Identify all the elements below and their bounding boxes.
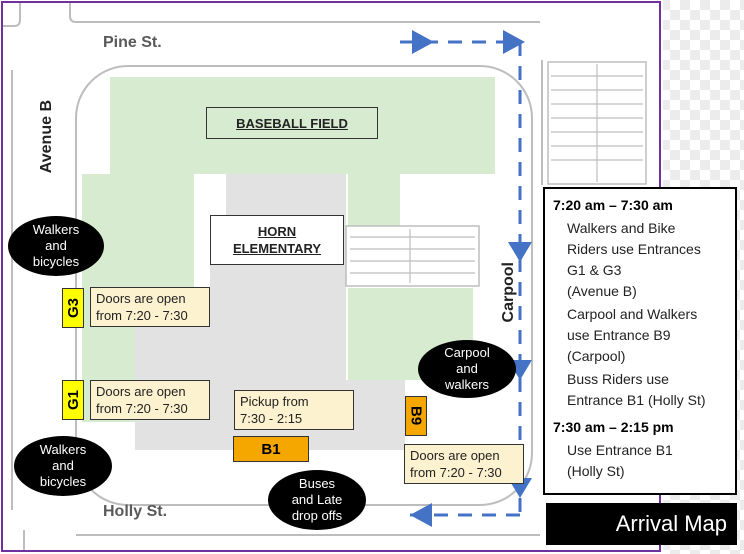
school-label: HORN ELEMENTARY (210, 215, 344, 265)
arrow-west-icon (410, 503, 432, 527)
bubble-walkers-top-line3: bicycles (32, 254, 80, 269)
bubble-buses: Buses and Late drop offs (268, 470, 366, 530)
schedule-slot1-line: (Avenue B) (567, 283, 637, 299)
entrance-g3-label: G3 (64, 297, 82, 318)
bubble-buses-line2: and Late (291, 492, 343, 507)
note-g1-line2: from 7:20 - 7:30 (96, 401, 188, 416)
bubble-carpool-line3: walkers (444, 377, 490, 392)
schedule-slot2-line: Use Entrance B1 (567, 442, 673, 458)
schedule-slot1-line: Buss Riders use (567, 371, 669, 387)
carpool-route (400, 40, 522, 517)
bubble-walkers-top-line1: Walkers (32, 222, 80, 237)
note-g3-doors: Doors are open from 7:20 - 7:30 (90, 287, 210, 327)
parking-stalls-far-east (551, 64, 643, 182)
schedule-slot1-line: G1 & G3 (567, 262, 622, 278)
bubble-carpool: Carpool and walkers (418, 340, 516, 398)
bubble-walkers-bottom-line2: and (52, 458, 74, 473)
street-label-east: Carpool (500, 262, 517, 323)
bubble-walkers-top-line2: and (45, 238, 67, 253)
arrow-down-icon-1 (508, 242, 532, 262)
baseball-field-label: BASEBALL FIELD (206, 107, 378, 139)
arrow-east-icon (412, 30, 434, 54)
bubble-walkers-bottom-line3: bicycles (39, 474, 87, 489)
note-b9-doors: Doors are open from 7:20 - 7:30 (404, 444, 524, 484)
street-label-south: Holly St. (103, 503, 168, 520)
note-pickup-line1: Pickup from (240, 394, 309, 409)
note-b9-line2: from 7:20 - 7:30 (410, 465, 502, 480)
entrance-g1: G1 (62, 380, 84, 420)
bubble-buses-line1: Buses (298, 476, 336, 491)
note-g3-line2: from 7:20 - 7:30 (96, 308, 188, 323)
bubble-walkers-bottom-line1: Walkers (39, 442, 87, 457)
schedule-slot1-line: use Entrance B9 (567, 327, 671, 343)
note-b9-line1: Doors are open (410, 448, 500, 463)
east-field-top (348, 174, 400, 226)
entrance-b9-label: B9 (407, 406, 425, 426)
schedule-slot2-time: 7:30 am – 2:15 pm (553, 419, 674, 435)
entrance-b1: B1 (233, 436, 309, 462)
note-g1-line1: Doors are open (96, 384, 186, 399)
schedule-slot1-time: 7:20 am – 7:30 am (553, 197, 673, 213)
schedule-slot1-line: Entrance B1 (Holly St) (567, 392, 706, 408)
entrance-g1-label: G1 (64, 389, 82, 410)
schedule-slot1-line: Carpool and Walkers (567, 306, 698, 322)
parking-lot-east (345, 225, 480, 287)
curb-north (69, 3, 540, 23)
arrow-east-icon-2 (503, 30, 525, 54)
bubble-carpool-line2: and (456, 361, 478, 376)
school-label-line2: ELEMENTARY (232, 241, 322, 256)
street-label-west: Avenue B (38, 100, 55, 174)
schedule-slot1-line: Walkers and Bike (567, 220, 676, 236)
street-label-north: Pine St. (103, 34, 162, 51)
entrance-g3: G3 (62, 288, 84, 328)
bubble-carpool-line1: Carpool (444, 345, 490, 360)
entrance-b9: B9 (405, 396, 427, 436)
note-g1-doors: Doors are open from 7:20 - 7:30 (90, 380, 210, 420)
schedule-box: 7:20 am – 7:30 am Walkers and Bike Rider… (543, 187, 737, 495)
note-g3-line1: Doors are open (96, 291, 186, 306)
parking-stalls-east (350, 229, 475, 283)
entrance-b1-label: B1 (261, 440, 281, 458)
note-pickup: Pickup from 7:30 - 2:15 (234, 390, 354, 430)
schedule-slot1-line: (Carpool) (567, 348, 626, 364)
bubble-walkers-top: Walkers and bicycles (8, 216, 104, 276)
curb-nw (3, 3, 21, 27)
schedule-slot2-line: (Holly St) (567, 463, 625, 479)
school-label-line1: HORN (257, 224, 297, 239)
map-title: Arrival Map (546, 503, 737, 545)
bubble-walkers-bottom: Walkers and bicycles (14, 436, 112, 496)
bubble-buses-line3: drop offs (291, 508, 343, 523)
schedule-slot1-line: Riders use Entrances (567, 241, 701, 257)
note-pickup-line2: 7:30 - 2:15 (240, 411, 303, 426)
